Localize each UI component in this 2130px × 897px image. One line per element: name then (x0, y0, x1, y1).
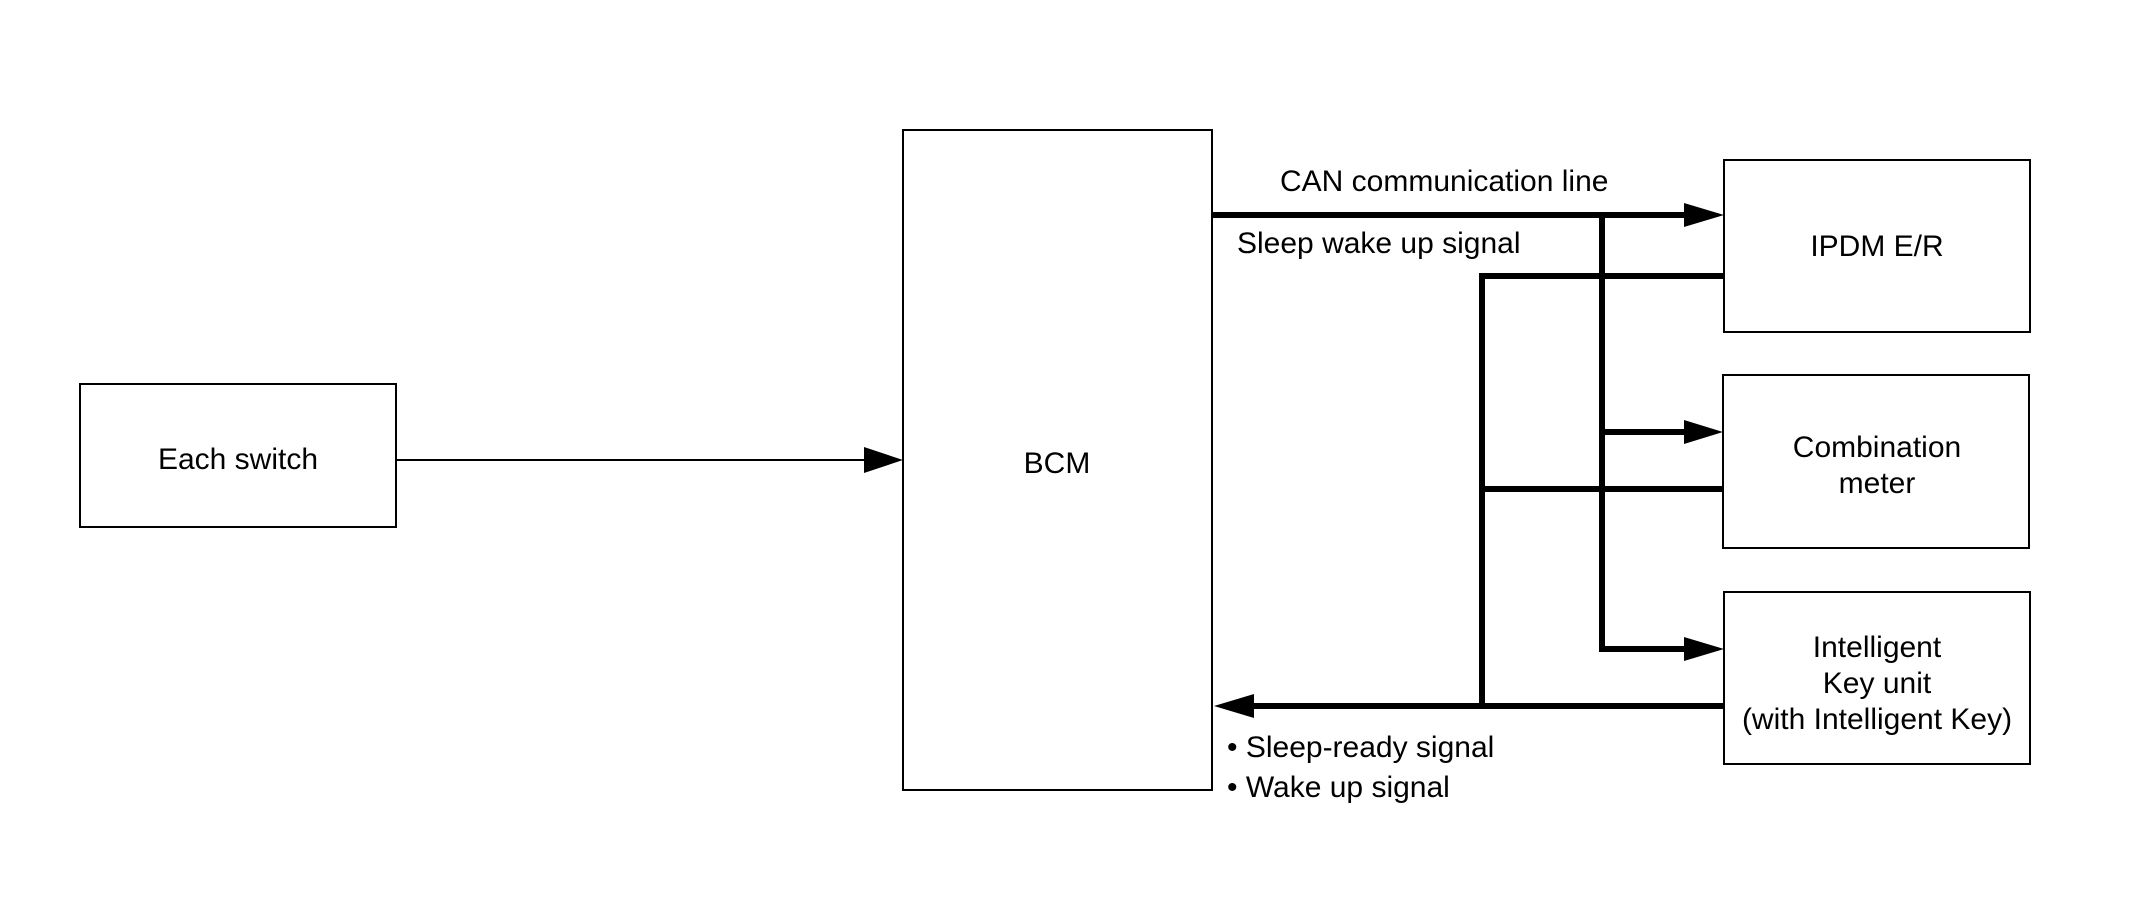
bcm-label: BCM (1024, 447, 1091, 480)
intelligent-key-label-line-1: Intelligent (1813, 631, 1942, 664)
intelligent-key-label-line-3: (with Intelligent Key) (1742, 703, 2012, 736)
ipdm-er-label: IPDM E/R (1810, 230, 1943, 263)
wake-up-signal-label: • Wake up signal (1227, 771, 1450, 804)
intelligent-key-unit-box (1723, 591, 2031, 765)
bcm-box (902, 129, 1213, 791)
intelligent-key-label-line-2: Key unit (1823, 667, 1932, 700)
each-switch-box (79, 383, 397, 528)
sleep-wake-up-signal-label: Sleep wake up signal (1237, 227, 1521, 260)
can-ipdm-arrowhead (1684, 203, 1724, 227)
can-communication-line-label: CAN communication line (1280, 165, 1608, 198)
combination-meter-label-line-1: Combination (1793, 431, 1961, 464)
can-intelligent-key-arrowhead (1684, 637, 1724, 661)
ipdm-er-box (1723, 159, 2031, 333)
each-switch-label: Each switch (158, 443, 318, 476)
switch-to-bcm-arrowhead (864, 447, 903, 473)
combination-meter-box (1722, 374, 2030, 549)
can-combination-meter-arrowhead (1684, 420, 1723, 444)
return-bcm-arrowhead (1214, 694, 1254, 718)
sleep-ready-signal-label: • Sleep-ready signal (1227, 731, 1494, 764)
combination-meter-label-line-2: meter (1839, 467, 1916, 500)
